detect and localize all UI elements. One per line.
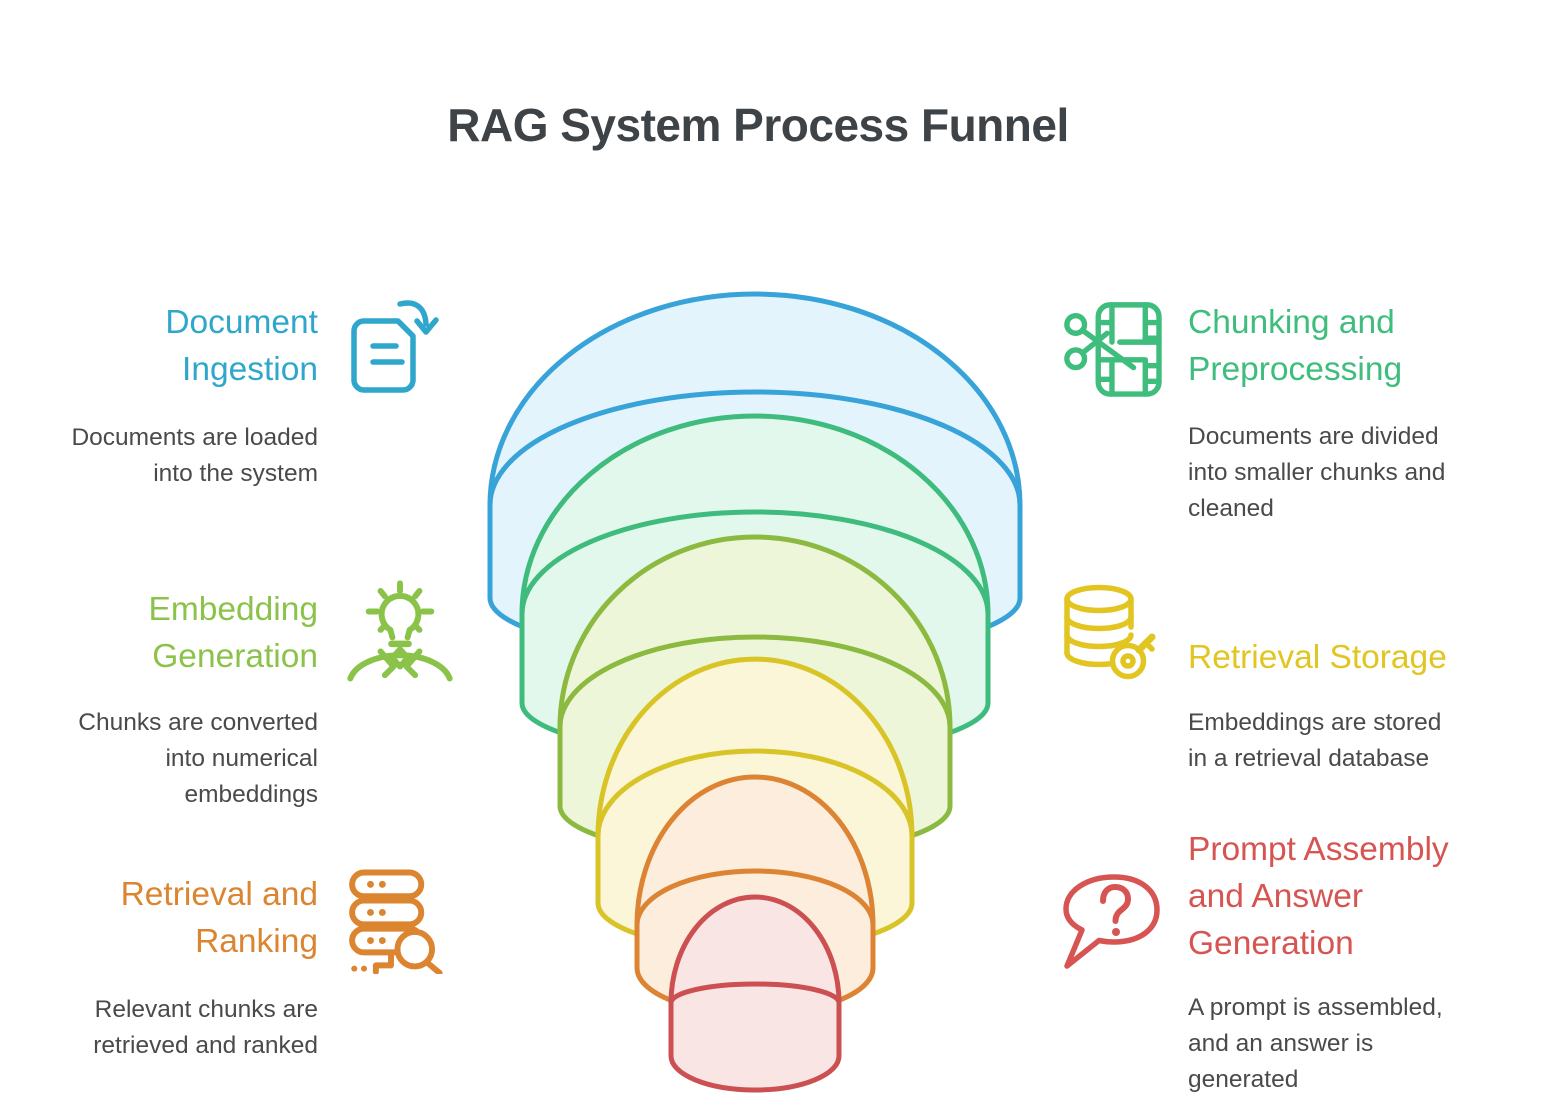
funnel-layer-prompt-assembly	[668, 894, 842, 1093]
stage-description-retrieval-ranking: Relevant chunks are retrieved and ranked	[0, 992, 318, 1064]
description-line: cleaned	[1188, 495, 1274, 522]
stage-heading-retrieval-storage: Retrieval Storage	[1188, 634, 1566, 681]
description-line: into the system	[153, 460, 318, 487]
description-line: Relevant chunks are	[94, 996, 318, 1023]
description-line: Chunks are converted	[78, 709, 318, 736]
stage-heading-prompt-assembly: Prompt Assembly and Answer Generation	[1188, 826, 1566, 967]
database-key-icon	[1055, 582, 1161, 682]
stage-heading-document-ingestion: Document Ingestion	[0, 299, 318, 393]
heading-line: Preprocessing	[1188, 351, 1403, 388]
heading-line: Embedding	[148, 591, 318, 628]
heading-line: Generation	[152, 638, 318, 675]
heading-line: and Answer	[1188, 878, 1364, 915]
stage-description-document-ingestion: Documents are loaded into the system	[0, 420, 318, 492]
heading-line: Document	[165, 304, 318, 341]
description-line: and an answer is	[1188, 1030, 1374, 1057]
server-search-icon	[334, 866, 448, 974]
idea-person-icon	[346, 577, 454, 687]
description-line: generated	[1188, 1066, 1299, 1093]
heading-line: Retrieval Storage	[1188, 639, 1447, 676]
description-line: in a retrieval database	[1188, 745, 1430, 772]
description-line: Embeddings are stored	[1188, 709, 1442, 736]
stage-description-prompt-assembly: A prompt is assembled, and an answer is …	[1188, 990, 1566, 1098]
stage-description-chunking-preprocessing: Documents are divided into smaller chunk…	[1188, 419, 1566, 527]
description-line: embeddings	[184, 781, 318, 808]
description-line: into smaller chunks and	[1188, 459, 1446, 486]
document-download-icon	[348, 296, 448, 396]
stage-heading-chunking-preprocessing: Chunking and Preprocessing	[1188, 299, 1566, 393]
stage-heading-retrieval-ranking: Retrieval and Ranking	[0, 871, 318, 965]
stage-description-embedding-generation: Chunks are converted into numerical embe…	[0, 705, 318, 813]
description-line: into numerical	[165, 745, 318, 772]
page-title: RAG System Process Funnel	[447, 99, 1069, 151]
heading-line: Ingestion	[182, 351, 318, 388]
heading-line: Generation	[1188, 925, 1354, 962]
heading-line: Ranking	[195, 923, 318, 960]
scissors-film-icon	[1056, 299, 1164, 397]
heading-line: Chunking and	[1188, 304, 1395, 341]
stage-heading-embedding-generation: Embedding Generation	[0, 586, 318, 680]
description-line: retrieved and ranked	[93, 1032, 318, 1059]
stage-description-retrieval-storage: Embeddings are stored in a retrieval dat…	[1188, 705, 1566, 777]
description-line: Documents are loaded	[71, 424, 318, 451]
description-line: Documents are divided	[1188, 423, 1439, 450]
heading-line: Retrieval and	[120, 876, 318, 913]
heading-line: Prompt Assembly	[1188, 831, 1449, 868]
description-line: A prompt is assembled,	[1188, 994, 1443, 1021]
question-bubble-icon	[1060, 870, 1164, 970]
